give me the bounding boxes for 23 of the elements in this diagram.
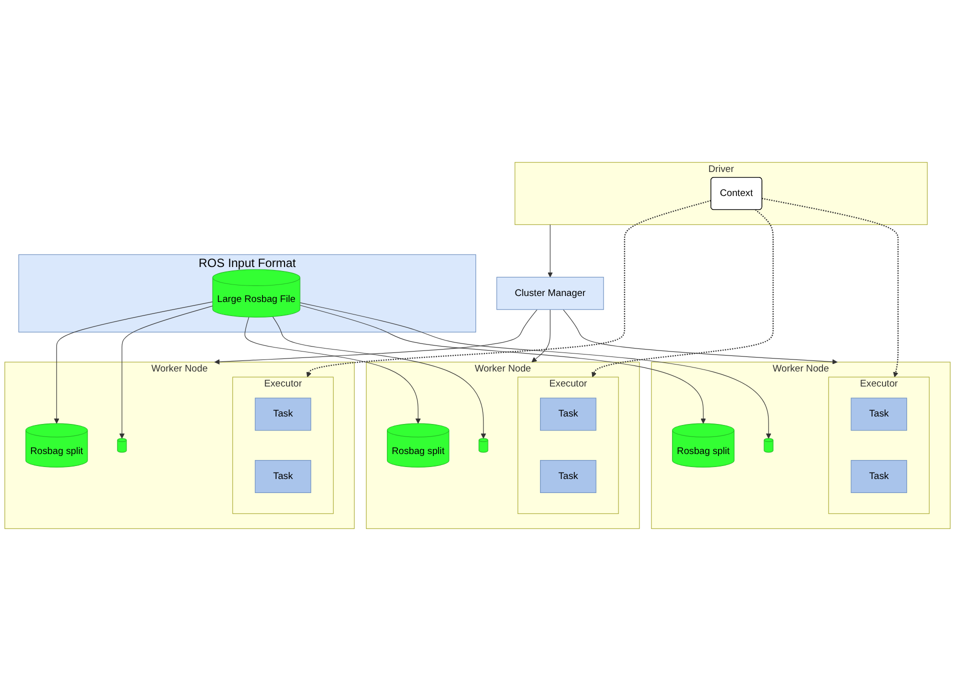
arrow (306, 200, 712, 378)
node-cylinder (764, 438, 774, 453)
arrow (592, 209, 774, 378)
node-box: Task (540, 398, 596, 431)
node-cylinder (478, 438, 488, 453)
node-box: Cluster Manager (496, 276, 604, 310)
node-box: Task (850, 398, 908, 431)
arrow (762, 198, 899, 378)
arrow (562, 309, 838, 364)
arrow (244, 316, 421, 424)
arrow (214, 309, 538, 364)
node-box: Task (254, 398, 312, 431)
arrow (54, 302, 213, 424)
arrow (119, 306, 213, 439)
arrow (532, 309, 550, 362)
arrow (548, 224, 553, 278)
node-cylinder (117, 438, 127, 453)
node-box: Task (540, 460, 596, 493)
arrow (300, 304, 706, 424)
node-box: Task (850, 460, 908, 493)
node-box: Task (254, 460, 312, 493)
arrow (272, 316, 486, 439)
arrow (300, 302, 772, 439)
